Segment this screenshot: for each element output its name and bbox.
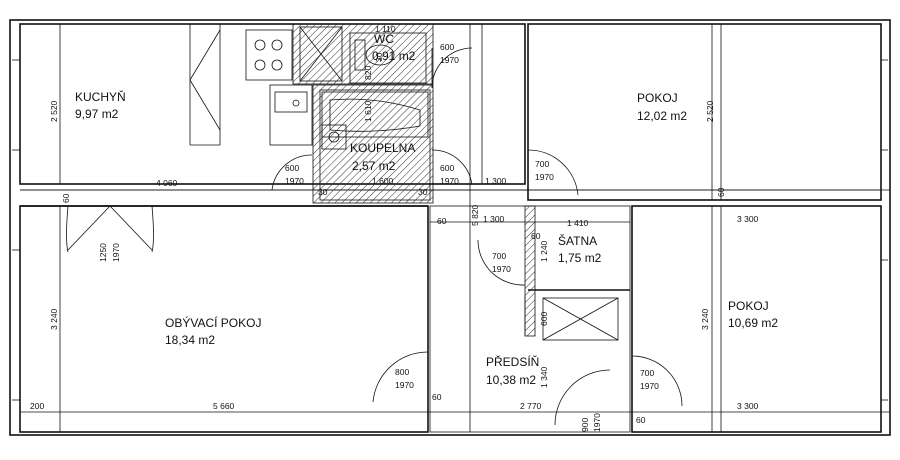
door-bath-width: 600 [440, 163, 454, 173]
partitions [430, 24, 713, 432]
dim-wall-200: 200 [30, 401, 44, 411]
door-satna-width: 700 [492, 251, 506, 261]
dim-pokoj-top-depth: 2 520 [705, 100, 715, 122]
dim-wall-30b: 30 [418, 187, 428, 197]
dim-hall-len: 5 820 [470, 204, 480, 226]
dim-corridor-60: 60 [437, 216, 447, 226]
dim-pokoj-right-width: 3 300 [737, 214, 759, 224]
door-wc-width: 600 [440, 42, 454, 52]
door-pokoj-right-height: 1970 [640, 381, 659, 391]
koupelna-name: KOUPELNA [350, 141, 415, 155]
door-kitchen-height: 1970 [285, 176, 304, 186]
dim-wall-60-bottom: 60 [432, 392, 442, 402]
wc-area: 0,91 m2 [372, 49, 416, 63]
bathtub-icon [321, 91, 429, 138]
door-entrance-width: 900 [580, 418, 590, 432]
dim-pokoj-top-60: 60 [716, 187, 726, 197]
door-pokoj-right-width: 700 [640, 368, 654, 378]
dim-hall-width-bottom: 2 770 [520, 401, 542, 411]
toilet-icon [365, 44, 395, 66]
dim-corridor-width-mid: 1 300 [483, 214, 505, 224]
kuchyn-area: 9,97 m2 [75, 107, 119, 121]
predsin-name: PŘEDSÍŇ [486, 354, 539, 369]
pokoj-top-area: 12,02 m2 [637, 109, 687, 123]
dim-living-width: 5 660 [213, 401, 235, 411]
pokoj-right-area: 10,69 m2 [728, 316, 778, 330]
door-wc-icon [431, 47, 473, 89]
door-pokoj-right-icon [631, 355, 683, 407]
dim-wc-wall: 30 [374, 52, 384, 62]
door-pokoj-top-height: 1970 [535, 172, 554, 182]
dim-bath-len: 1 610 [363, 100, 373, 122]
door-pokoj-top-width: 700 [535, 159, 549, 169]
door-living-icon [372, 351, 429, 403]
dim-wc-width: 1 110 [375, 24, 396, 34]
dim-pokoj-right-width-bottom: 3 300 [737, 401, 759, 411]
koupelna-area: 2,57 m2 [352, 159, 396, 173]
kuchyn-name: KUCHYŇ [75, 89, 126, 104]
door-kitchen-icon [271, 154, 313, 191]
door-living-double-icon [66, 205, 69, 253]
dim-wall-60-right: 60 [636, 415, 646, 425]
dimension-lines [20, 24, 890, 432]
door-kitchen-width: 600 [285, 163, 299, 173]
door-satna-icon [477, 239, 526, 286]
bathroom-block [292, 23, 434, 204]
kitchen-furniture [189, 24, 313, 146]
door-satna-height: 1970 [492, 264, 511, 274]
satna-name: ŠATNA [558, 233, 597, 248]
dim-satna-width: 1 410 [567, 218, 589, 228]
wc-name: WC [374, 32, 394, 46]
door-entrance-icon [554, 369, 611, 426]
door-pokoj-icon [527, 149, 579, 196]
door-wc-height: 1970 [440, 55, 459, 65]
dim-satna-60: 60 [531, 231, 541, 241]
door-living-double-width: 1250 [98, 243, 108, 262]
dim-satna-depth: 1 240 [539, 240, 549, 262]
door-bath-icon [431, 149, 473, 186]
dim-corridor-width-top: 1 300 [485, 176, 507, 186]
dim-hall-1340: 1 340 [539, 366, 549, 388]
door-living-height: 1970 [395, 380, 414, 390]
door-living-width: 800 [395, 367, 409, 377]
pokoj-top-name: POKOJ [637, 91, 678, 105]
dim-living-depth: 3 240 [49, 308, 59, 330]
dim-bath-width: 1 600 [372, 176, 394, 186]
dim-wall-30a: 30 [318, 187, 328, 197]
dim-cabinet-600: 600 [539, 312, 549, 326]
predsin-area: 10,38 m2 [486, 373, 536, 387]
outer-walls [9, 19, 891, 436]
dim-kuchyn-depth: 2 520 [49, 100, 59, 122]
obyvaci-area: 18,34 m2 [165, 333, 215, 347]
dim-kitchen-width: 4 060 [156, 178, 178, 188]
dim-wc-depth: 820 [363, 66, 373, 80]
door-bath-height: 1970 [440, 176, 459, 186]
dim-pokoj-right-depth: 3 240 [700, 308, 710, 330]
satna-area: 1,75 m2 [558, 251, 602, 265]
doors [66, 47, 683, 426]
dim-wall-60a: 60 [61, 193, 71, 203]
sink-icon [269, 84, 313, 146]
obyvaci-name: OBÝVACÍ POKOJ [165, 315, 261, 330]
pokoj-right-name: POKOJ [728, 299, 769, 313]
door-living-double-height: 1970 [111, 243, 121, 262]
stove-icon [245, 29, 293, 81]
door-entrance-height: 1970 [592, 413, 602, 432]
